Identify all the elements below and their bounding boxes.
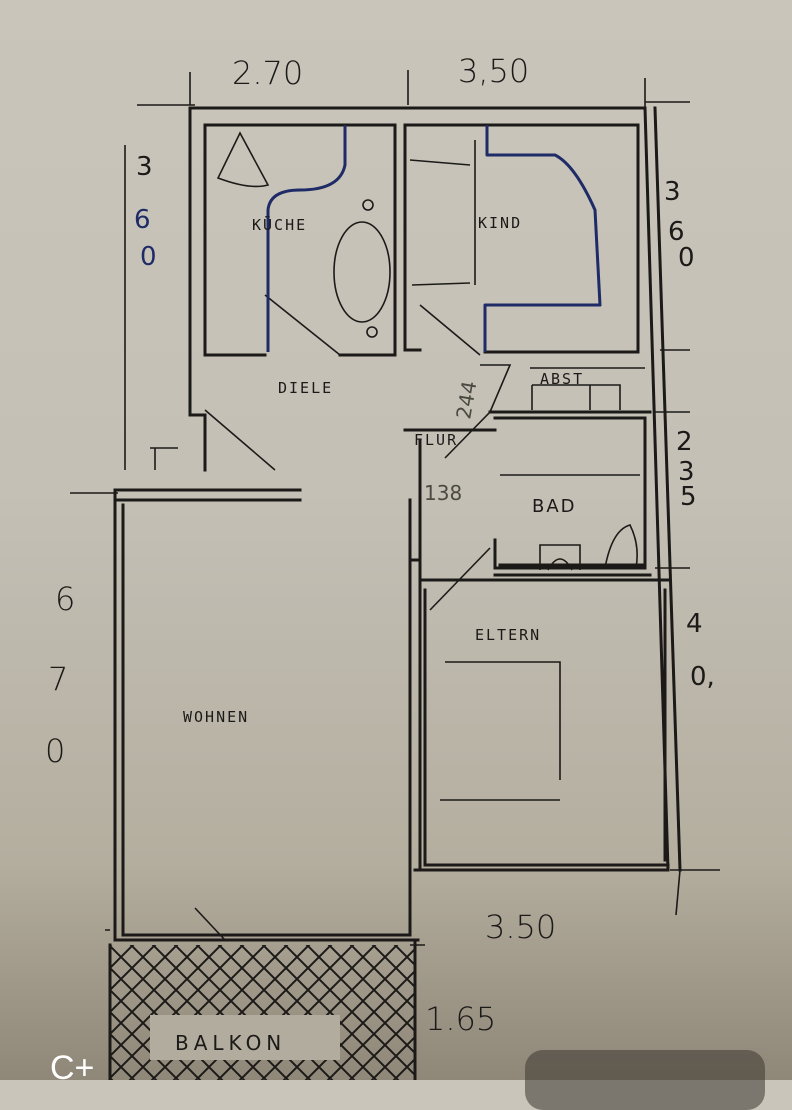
dimension-right-bath-1: 2 (676, 427, 693, 457)
dimension-right-parents-2: 0, (690, 662, 715, 692)
pencil-note-1: 244 (451, 379, 481, 421)
dimension-right-upper-1: 3 (664, 177, 681, 207)
walls (113, 106, 682, 942)
dimension-left-upper-1: 3 (136, 152, 153, 182)
room-label-living: WOHNEN (183, 708, 249, 726)
floor-plan: KÜCHE KIND DIELE FLUR ABST BAD ELTERN WO… (45, 52, 720, 1080)
room-label-hall: DIELE (278, 379, 333, 397)
dimension-left-upper-2: 6 (134, 205, 151, 235)
room-label-parents: ELTERN (475, 626, 541, 644)
app-badge: C+ (50, 1049, 95, 1087)
dimension-left-upper-3: 0 (140, 242, 157, 272)
dimension-left-lower-3: 0 (45, 732, 65, 770)
balcony-label-bg (150, 1015, 340, 1060)
dimension-left-lower-2: 7 (48, 660, 68, 698)
dimension-right-bath-3: 5 (680, 482, 697, 512)
overlay-pill (525, 1050, 765, 1110)
room-label-bath: BAD (532, 496, 577, 517)
room-label-balcony: BALKON (175, 1031, 286, 1055)
room-label-storage: ABST (540, 370, 584, 388)
marker-lines (266, 125, 602, 352)
dimension-right-bath-2: 3 (678, 457, 695, 487)
dimension-right-upper-3: 0 (678, 243, 695, 273)
dimension-bottom: 3.50 (485, 908, 556, 946)
room-label-kitchen: KÜCHE (252, 215, 307, 234)
pencil-note-2: 138 (424, 481, 462, 505)
dimension-right-upper-2: 6 (668, 217, 685, 247)
dimension-right-parents-1: 4 (686, 609, 703, 639)
room-label-corridor: FLUR (414, 431, 458, 449)
dimension-top-right: 3,50 (458, 52, 529, 90)
dimension-left-lower-1: 6 (55, 580, 75, 618)
dimension-top-left: 2.70 (232, 54, 303, 92)
dimension-balcony-depth: 1.65 (425, 1000, 496, 1038)
room-label-child: KIND (478, 214, 522, 232)
